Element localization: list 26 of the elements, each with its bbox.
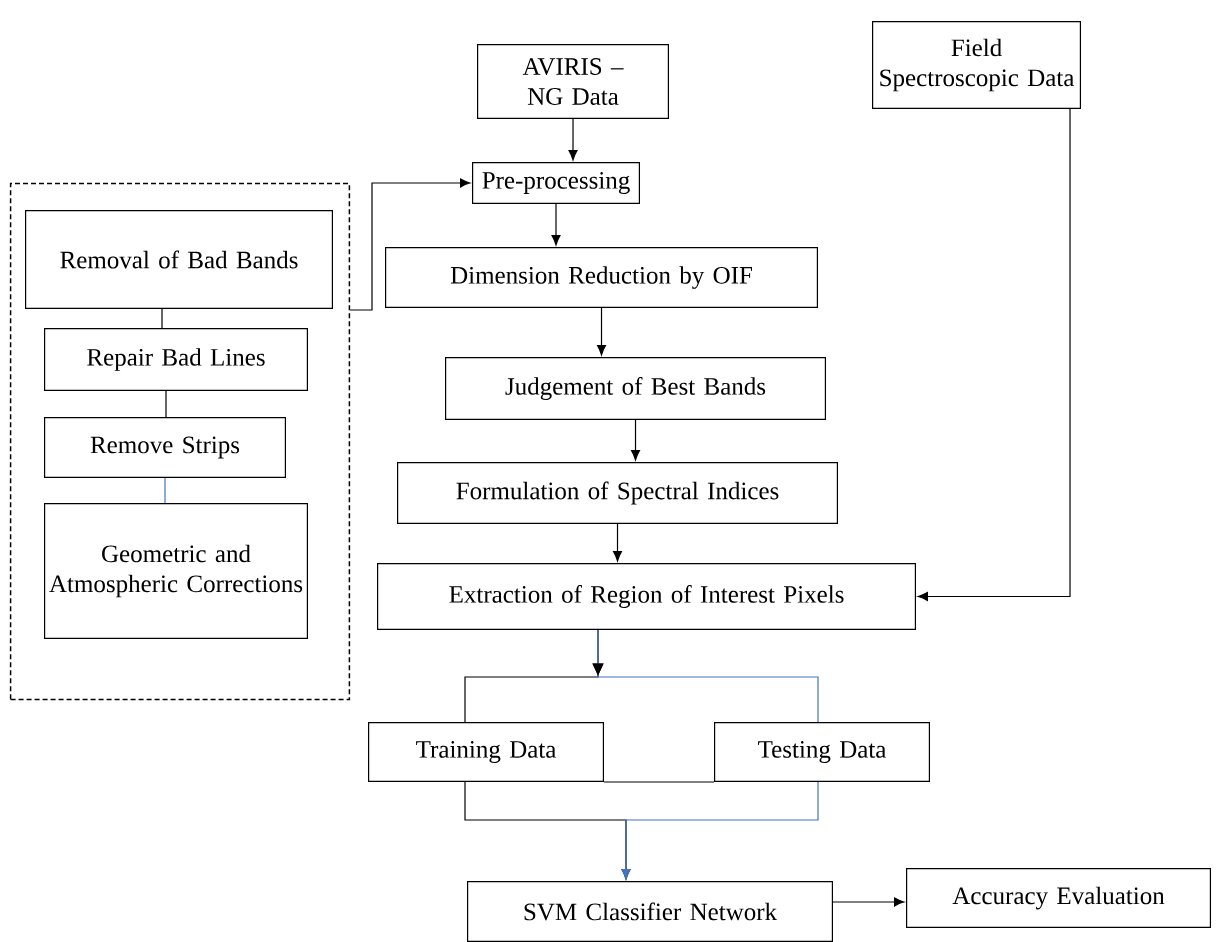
process-box: Accuracy Evaluation — [906, 868, 1211, 928]
arrow — [568, 118, 578, 161]
process-box: Extraction of Region of Interest Pixels — [377, 563, 916, 630]
arrow — [917, 108, 1071, 601]
process-box: Geometric and Atmospheric Corrections — [44, 503, 308, 639]
arrow — [592, 629, 819, 723]
process-box: SVM Classifier Network — [467, 881, 833, 942]
process-box: AVIRIS – NG Data — [477, 44, 669, 119]
group-box — [9, 182, 351, 701]
process-box: Pre-processing — [472, 162, 640, 204]
process-box: Removal of Bad Bands — [25, 210, 333, 309]
arrow — [597, 307, 606, 356]
process-box: Remove Strips — [44, 417, 286, 478]
arrow — [631, 419, 640, 461]
arrow — [613, 523, 622, 562]
process-box: Judgement of Best Bands — [445, 357, 826, 420]
process-box: Training Data — [368, 722, 604, 782]
arrow — [621, 781, 819, 880]
process-box: Dimension Reduction by OIF — [385, 247, 818, 308]
process-box: Field Spectroscopic Data — [872, 21, 1081, 109]
process-box: Testing Data — [714, 722, 930, 782]
arrow — [349, 178, 471, 311]
arrow — [832, 897, 905, 907]
process-box: Formulation of Spectral Indices — [397, 462, 838, 524]
arrow — [551, 203, 561, 246]
process-box: Repair Bad Lines — [44, 328, 308, 391]
